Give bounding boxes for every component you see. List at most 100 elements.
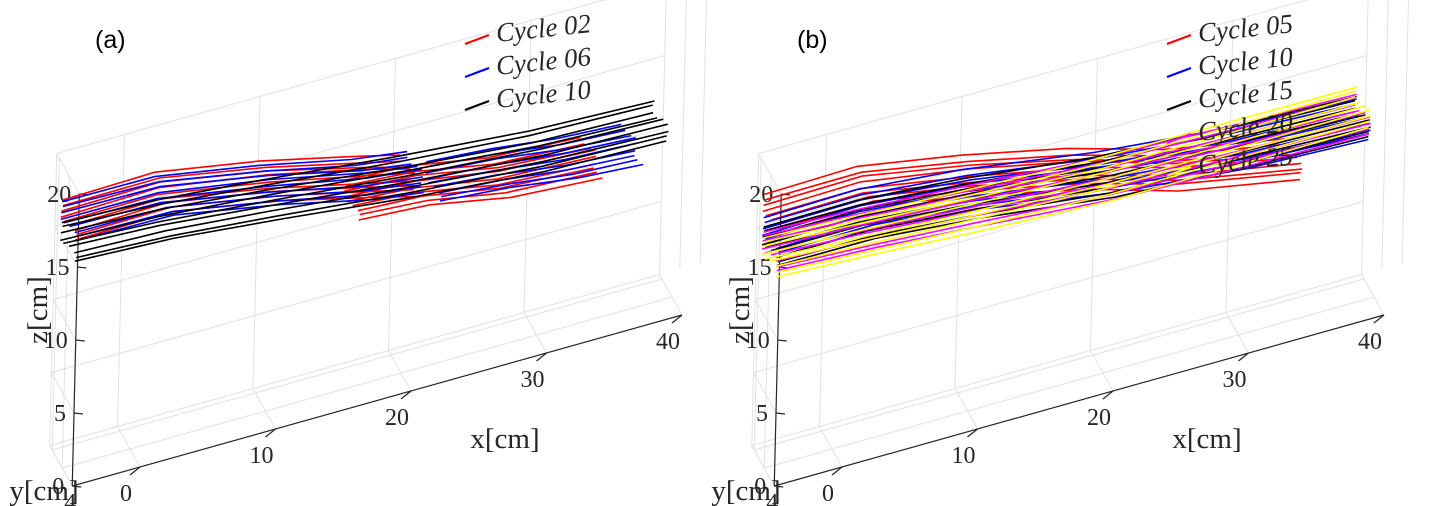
grid-line [756, 55, 1367, 227]
z-tick-label: 10 [44, 328, 68, 354]
series-1-trace [61, 150, 408, 203]
x-tick [1373, 314, 1385, 324]
grid-line [49, 445, 73, 487]
series-0-trace [358, 177, 603, 221]
z-tick-label: 10 [746, 328, 770, 354]
x-tick [831, 466, 843, 476]
z-tick [77, 266, 87, 269]
grid-line [1090, 350, 1114, 392]
series-0-trace [61, 154, 401, 201]
grid-line [1401, 0, 1409, 264]
series-2-trace [775, 126, 1371, 259]
y-tick-label: 4 [64, 490, 76, 506]
x-tick-label: 40 [656, 329, 680, 355]
y-tick-label: 2 [774, 504, 786, 506]
series-3-trace [764, 97, 1356, 237]
grid-line [659, 0, 667, 275]
z-tick [774, 485, 784, 488]
z-tick-label: 15 [46, 255, 70, 281]
x-tick [967, 428, 978, 438]
series-2-trace [63, 118, 664, 245]
grid-line [252, 388, 276, 430]
x-tick [265, 428, 276, 438]
grid-line [62, 296, 673, 469]
grid-line [56, 0, 606, 154]
series-2-trace [74, 140, 667, 262]
series-2-trace [62, 104, 653, 228]
grid-line [679, 0, 687, 269]
series-3-trace [777, 128, 1370, 268]
grid-line [753, 372, 777, 414]
z-axis-label: z[cm] [22, 276, 54, 344]
series-2-trace [76, 135, 667, 259]
grid-line [51, 157, 60, 451]
grid-line [523, 312, 547, 354]
series-2 [60, 100, 669, 262]
series-1-trace [62, 156, 408, 208]
grid-line [1225, 20, 1234, 313]
grid-line [699, 0, 707, 264]
grid-line [954, 96, 963, 389]
series-1-trace [763, 98, 1357, 219]
chart-panel-1: 0510152001020304042z[cm]x[cm]y[cm](b)Cyc… [711, 0, 1409, 506]
series-4-trace [764, 90, 1356, 243]
z-tick [73, 412, 84, 415]
series-4-trace [777, 120, 1370, 273]
z-tick [775, 412, 786, 415]
z-tick-label: 0 [52, 474, 64, 500]
grid-line [51, 201, 662, 373]
series-2-trace [74, 130, 669, 254]
z-tick [75, 339, 85, 342]
legend-label: Cycle 10 [494, 74, 592, 114]
series-2-trace [61, 100, 655, 224]
x-tick-label: 30 [1223, 367, 1247, 393]
grid-line [388, 350, 412, 392]
legend-swatch [1166, 165, 1192, 178]
panel-label: (a) [95, 26, 126, 54]
grid-line [751, 153, 760, 446]
x-axis-label: x[cm] [1172, 423, 1241, 455]
z-tick [72, 485, 82, 488]
series-0-trace [60, 168, 411, 219]
x-tick-label: 10 [952, 443, 976, 469]
y-axis-label: y[cm] [711, 475, 780, 506]
series-1-trace [440, 159, 638, 198]
gridlines [751, 0, 1409, 487]
series-2-trace [60, 111, 654, 234]
x-tick-label: 20 [385, 405, 409, 431]
x-tick [129, 466, 141, 476]
series-0-trace [764, 137, 1289, 196]
grid-line [117, 426, 141, 468]
z-tick-label: 0 [754, 474, 766, 500]
grid-line [753, 201, 1364, 373]
y-axis-label: y[cm] [9, 475, 78, 506]
grid-line [252, 96, 261, 389]
legend-swatch [1166, 99, 1192, 112]
grid-line [754, 299, 779, 341]
x-axis-line [774, 314, 1385, 487]
series-4-trace [775, 114, 1372, 268]
x-tick [671, 314, 683, 324]
x-axis-label: x[cm] [470, 423, 539, 455]
x-tick-label: 0 [822, 481, 834, 506]
grid-line [1361, 274, 1385, 316]
grid-line [117, 134, 125, 427]
grid-line [753, 157, 762, 451]
legend-swatch [464, 99, 490, 112]
z-tick-label: 5 [54, 401, 66, 427]
grid-line [523, 20, 532, 313]
series-1-trace [762, 115, 1360, 237]
grid-line [1225, 312, 1249, 354]
y-tick-label: 2 [72, 504, 84, 506]
x-tick [1102, 390, 1114, 400]
grid-line [52, 278, 663, 451]
series-4-trace [764, 105, 1366, 260]
grid-line [819, 134, 827, 427]
grid-line [56, 153, 80, 195]
panel-label: (b) [797, 26, 828, 54]
x-tick [536, 352, 547, 362]
series-1-trace [439, 163, 644, 202]
legend-swatch [464, 66, 490, 79]
grid-line [754, 278, 1365, 451]
